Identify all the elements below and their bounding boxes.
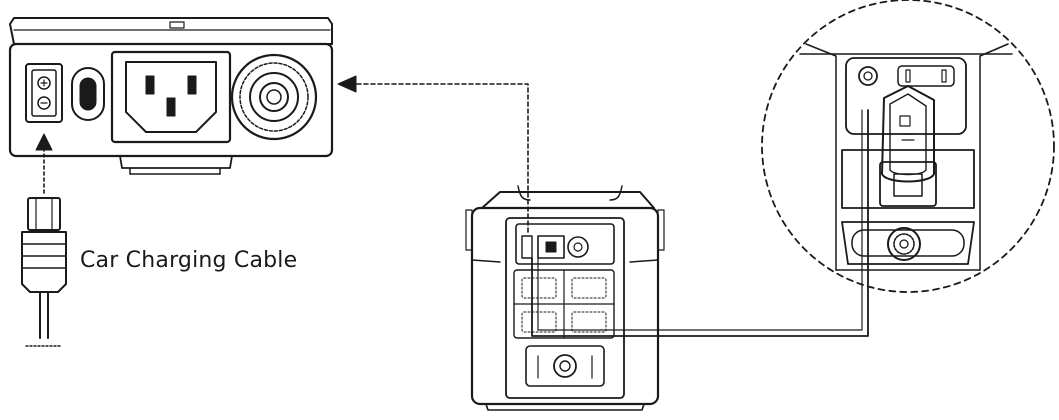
ac-charging-input-port-icon [110, 50, 232, 144]
portable-power-station-icon [465, 185, 665, 411]
input-panel-closeup [8, 17, 334, 175]
car-cigarette-lighter-socket-icon [761, 0, 1055, 293]
cable-line [531, 109, 869, 337]
arrow-to-input-panel [337, 75, 529, 233]
car-charging-cable-icon [21, 197, 67, 347]
car-charging-input-port-icon [230, 53, 318, 141]
arrow-to-dc-port [35, 133, 53, 197]
xt60-dc-input-port-icon [25, 63, 63, 123]
input-selector-switch-icon [71, 67, 105, 121]
car-charging-cable-label: Car Charging Cable [80, 248, 298, 273]
